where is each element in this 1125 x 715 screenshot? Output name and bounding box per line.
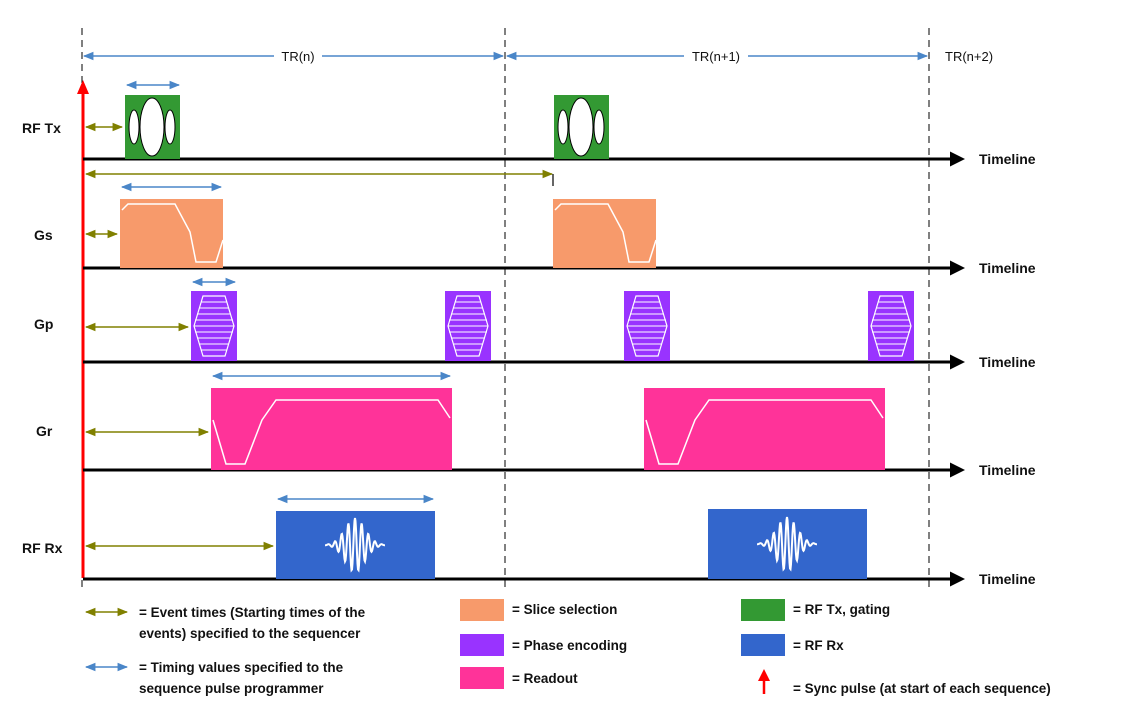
rf-tx-pulse — [125, 95, 180, 159]
channel-label-gr: Gr — [36, 423, 53, 439]
readout-block — [644, 388, 885, 470]
timeline-label: Timeline — [979, 260, 1036, 276]
timeline-label: Timeline — [979, 354, 1036, 370]
legend-phase-encoding: = Phase encoding — [512, 638, 627, 653]
rf-rx-block — [708, 509, 867, 579]
legend-event-times-line2: events) specified to the sequencer — [139, 626, 361, 641]
phase-encoding-block — [624, 291, 670, 361]
timeline-label: Timeline — [979, 571, 1036, 587]
channel-label-gp: Gp — [34, 316, 53, 332]
legend-swatch-phase-encoding — [460, 634, 504, 656]
legend-swatch-readout — [460, 667, 504, 689]
readout-block — [211, 388, 452, 470]
legend-swatch-rf-tx — [741, 599, 785, 621]
channel-label-rf-tx: RF Tx — [22, 120, 61, 136]
legend-rf-tx: = RF Tx, gating — [793, 602, 890, 617]
timeline-label: Timeline — [979, 151, 1036, 167]
period-label: TR(n+1) — [692, 49, 740, 64]
legend: = Event times (Starting times of the eve… — [84, 599, 1051, 696]
phase-encoding-block — [445, 291, 491, 361]
period-label: TR(n) — [281, 49, 314, 64]
legend-swatch-slice-selection — [460, 599, 504, 621]
legend-swatch-rf-rx — [741, 634, 785, 656]
legend-timing-values-line1: = Timing values specified to the — [139, 660, 344, 675]
rf-tx-pulse — [554, 95, 609, 159]
slice-selection-block — [120, 199, 224, 268]
sync-pulse-arrowhead — [77, 80, 89, 94]
timeline-label: Timeline — [979, 462, 1036, 478]
legend-timing-values-line2: sequence pulse programmer — [139, 681, 324, 696]
phase-encoding-block — [868, 291, 914, 361]
red-up-arrow-icon — [758, 669, 770, 694]
channel-label-rf-rx: RF Rx — [22, 540, 63, 556]
slice-selection-block — [553, 199, 657, 268]
rf-rx-block — [276, 511, 435, 579]
phase-encoding-block — [191, 291, 237, 361]
legend-readout: = Readout — [512, 671, 578, 686]
legend-slice-selection: = Slice selection — [512, 602, 617, 617]
legend-event-times-line1: = Event times (Starting times of the — [139, 605, 366, 620]
period-label: TR(n+2) — [945, 49, 993, 64]
channel-label-gs: Gs — [34, 227, 53, 243]
legend-sync-pulse: = Sync pulse (at start of each sequence) — [793, 681, 1051, 696]
legend-rf-rx: = RF Rx — [793, 638, 844, 653]
